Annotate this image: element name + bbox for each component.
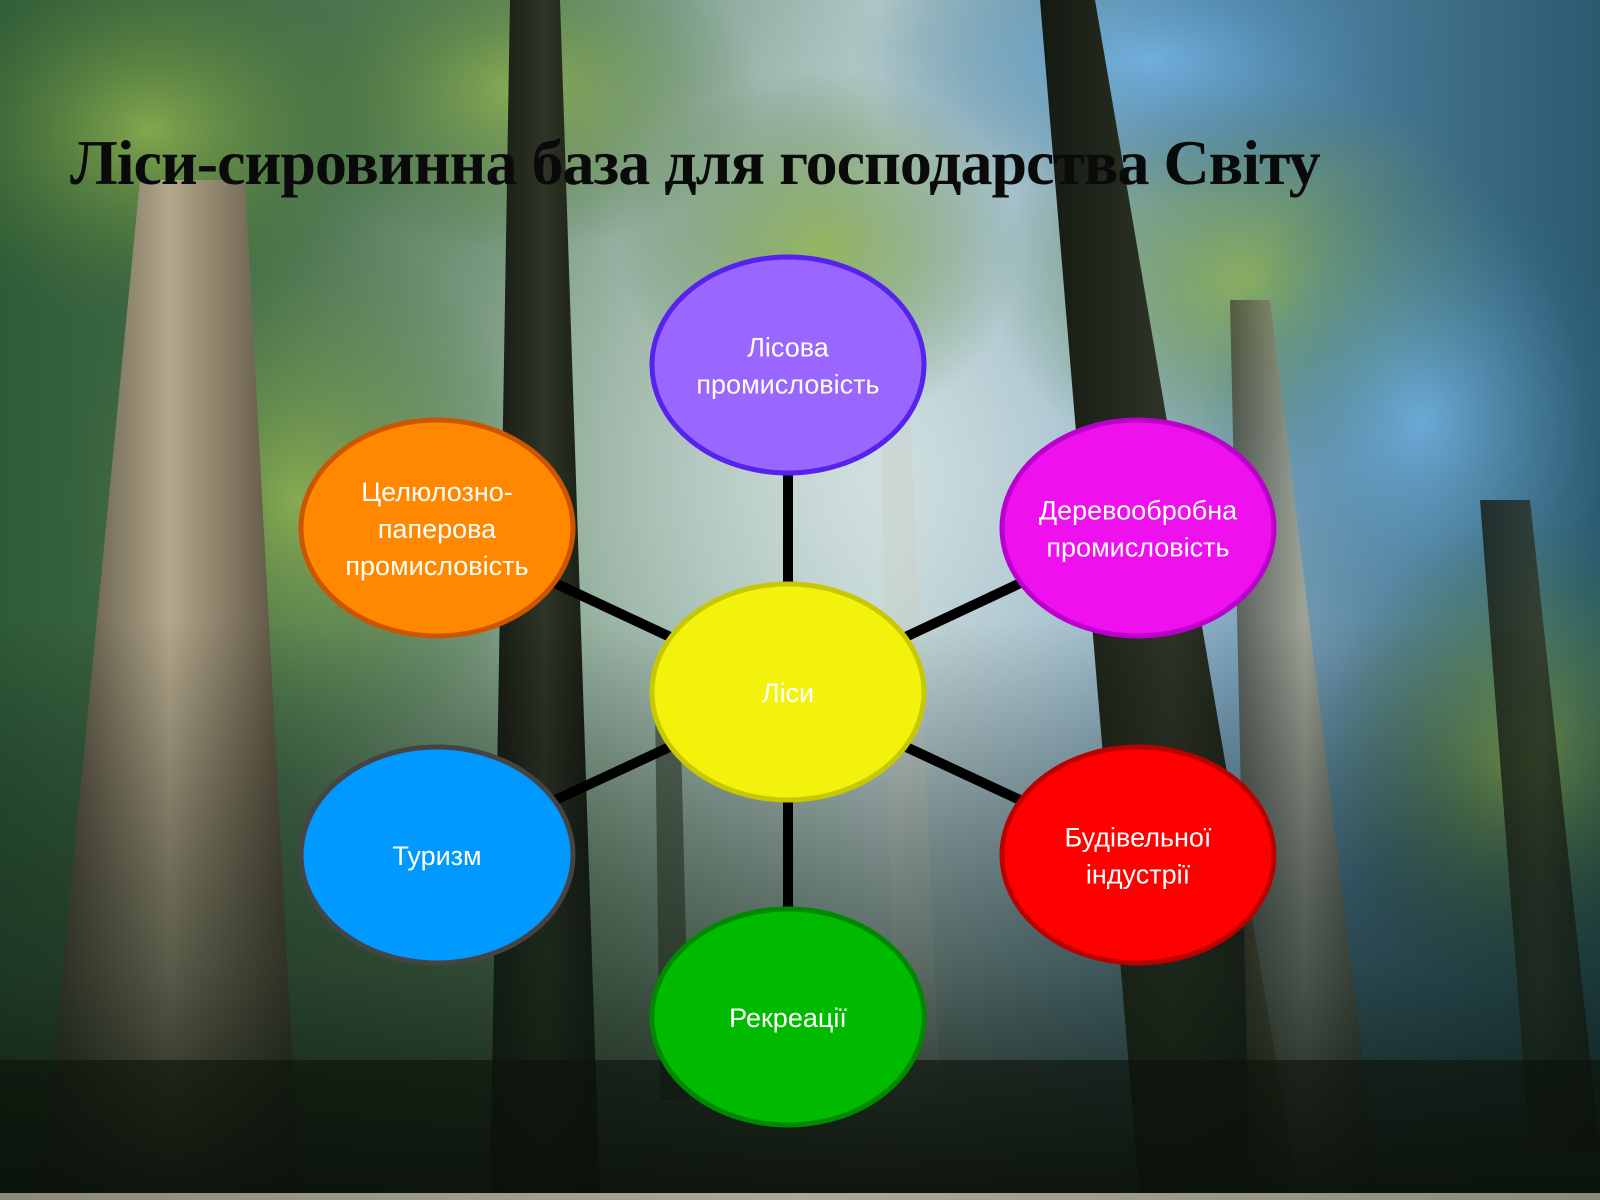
node-top-left-label: паперова bbox=[378, 514, 497, 544]
node-top-right-ellipse bbox=[1002, 420, 1274, 636]
node-top-left-label: промисловість bbox=[345, 551, 528, 581]
bottom-border bbox=[0, 1193, 1600, 1200]
node-top: Лісова промисловість bbox=[652, 257, 924, 473]
node-top-right-label: Деревообробна bbox=[1039, 496, 1238, 526]
node-top-right: Деревообробна промисловість bbox=[1002, 420, 1274, 636]
node-top-label: промисловість bbox=[696, 370, 879, 400]
diagram-nodes: ЛісовапромисловістьДеревообробнапромисло… bbox=[301, 257, 1274, 1125]
node-bottom-right-label: індустрії bbox=[1086, 860, 1191, 890]
node-top-right-label: промисловість bbox=[1046, 533, 1229, 563]
node-bottom-right-label: Будівельної bbox=[1065, 823, 1212, 853]
node-center-label: Ліси bbox=[762, 678, 814, 708]
node-bottom: Рекреації bbox=[652, 909, 924, 1125]
node-bottom-right: Будівельної індустрії bbox=[1002, 747, 1274, 963]
node-top-label: Лісова bbox=[747, 333, 830, 363]
node-top-ellipse bbox=[652, 257, 924, 473]
node-bottom-left-label: Туризм bbox=[392, 841, 481, 871]
node-bottom-left: Туризм bbox=[301, 747, 573, 963]
node-top-left-label: Целюлозно- bbox=[361, 477, 513, 507]
node-top-left: Целюлозно-паперова промисловість bbox=[301, 420, 573, 636]
node-bottom-right-ellipse bbox=[1002, 747, 1274, 963]
node-bottom-label: Рекреації bbox=[729, 1003, 847, 1033]
node-center: Ліси bbox=[652, 584, 924, 800]
